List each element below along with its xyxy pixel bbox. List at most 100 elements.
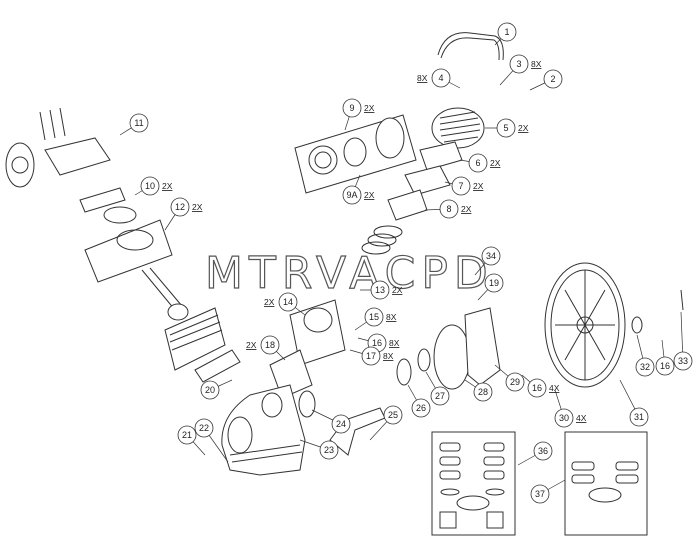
callout-number: 10 — [145, 181, 155, 191]
callout-quantity: 8X — [417, 73, 428, 83]
part-washer-32 — [631, 316, 643, 334]
part-gasket-8 — [387, 189, 428, 221]
callout-8: 8 2X — [424, 199, 472, 219]
watermark: MTRVACPD — [205, 248, 494, 299]
callout-27: 27 — [425, 371, 450, 406]
callout-circle — [194, 418, 214, 438]
callout-circle — [497, 22, 517, 42]
callout-number: 32 — [640, 362, 650, 372]
callout-circle — [451, 176, 471, 196]
callout-circle — [629, 407, 649, 427]
callout-26: 26 — [407, 384, 431, 418]
callout-36: 36 — [517, 441, 553, 466]
part-hose — [437, 32, 504, 61]
callout-circle — [140, 176, 160, 196]
part-gasket-20 — [194, 349, 241, 383]
callout-17: 17 8X — [349, 346, 394, 366]
callout-quantity: 2X — [192, 202, 203, 212]
kit-box-37 — [564, 431, 648, 536]
kit-37-contents — [571, 461, 639, 503]
part-bearing-26 — [396, 358, 412, 386]
callout-4: 48X — [417, 68, 461, 89]
callout-circle — [439, 199, 459, 219]
callout-circle — [370, 280, 390, 300]
part-gasket-6 — [419, 141, 463, 171]
callout-number: 18 — [265, 340, 275, 350]
callout-number: 9A — [346, 190, 357, 200]
part-cylinder-left — [164, 307, 226, 371]
callout-quantity: 2X — [461, 204, 472, 214]
callout-28: 28 — [464, 379, 493, 402]
part-hose-inner — [440, 37, 500, 61]
part-cylinder-14 — [289, 299, 346, 366]
callout-31: 31 — [619, 379, 649, 427]
part-gasket-18 — [269, 349, 313, 399]
callout-number: 23 — [324, 445, 334, 455]
part-flywheel-31 — [544, 262, 626, 388]
callout-circle — [468, 153, 488, 173]
kit-36-contents — [439, 442, 505, 529]
callout-32: 32 — [635, 334, 655, 377]
kit-box-9 — [294, 114, 417, 194]
callout-number: 17 — [366, 351, 376, 361]
callout-20: 20 — [200, 379, 233, 400]
callout-quantity: 8X — [389, 338, 400, 348]
callout-number: 31 — [634, 412, 644, 422]
callout-number: 27 — [435, 391, 445, 401]
callout-number: 16 — [660, 361, 670, 371]
callout-circle — [170, 197, 190, 217]
callout-quantity: 8X — [386, 312, 397, 322]
callout-number: 1 — [504, 27, 509, 37]
callout-number: 12 — [175, 202, 185, 212]
callout-34: 34 — [474, 246, 501, 276]
callout-quantity: 2X — [264, 297, 275, 307]
part-bearing-24 — [298, 390, 316, 418]
part-rings — [361, 225, 403, 255]
callout-quantity: 8X — [383, 351, 394, 361]
callout-16: 16 8X — [357, 333, 400, 353]
callout-quantity: 2X — [246, 340, 257, 350]
callout-number: 8 — [446, 204, 451, 214]
callout-circle — [554, 408, 574, 428]
callout-number: 6 — [475, 158, 480, 168]
callout-number: 7 — [458, 181, 463, 191]
callout-number: 16 — [372, 338, 382, 348]
callout-number: 34 — [486, 251, 496, 261]
part-conrod-left — [141, 267, 183, 311]
callout-circle — [331, 414, 351, 434]
callout-circle — [496, 118, 516, 138]
callout-number: 11 — [134, 118, 143, 128]
callout-circle — [533, 441, 553, 461]
part-cover-29 — [464, 307, 501, 386]
callout-circle — [473, 382, 493, 402]
callout-circle — [431, 68, 451, 88]
callout-24: 24 — [311, 409, 351, 434]
callout-circle — [364, 307, 384, 327]
callout-number: 16 — [532, 383, 542, 393]
callout-12: 12 2X — [164, 197, 203, 231]
callout-circle — [278, 292, 298, 312]
callout-circle — [342, 185, 362, 205]
part-crankcase-23 — [221, 384, 306, 476]
callout-19: 19 — [477, 273, 504, 301]
callout-circle — [177, 425, 197, 445]
callout-circle — [342, 98, 362, 118]
callout-circle — [673, 351, 693, 371]
callout-number: 3 — [516, 59, 521, 69]
callout-number: 36 — [538, 446, 548, 456]
callout-number: 15 — [369, 312, 379, 322]
callout-quantity: 2X — [364, 190, 375, 200]
callout-circle — [383, 405, 403, 425]
callout-number: 13 — [375, 285, 385, 295]
callout-circle — [361, 346, 381, 366]
parts — [5, 32, 684, 476]
callout-number: 30 — [559, 413, 569, 423]
callout-circle — [484, 273, 504, 293]
callout-circle — [527, 378, 547, 398]
callout-9a: 9A 2X — [342, 174, 375, 205]
